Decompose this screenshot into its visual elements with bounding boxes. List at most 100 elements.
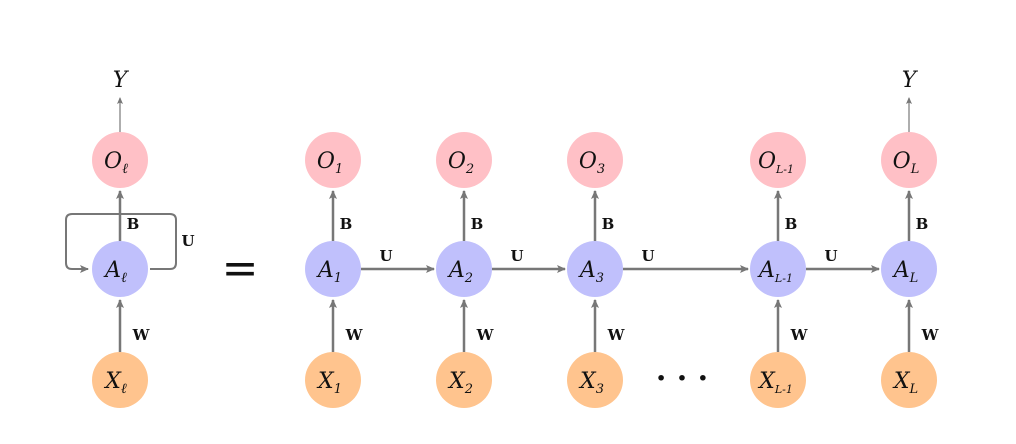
svg-text:OL: OL <box>893 149 920 177</box>
w-label-4: W <box>790 326 809 344</box>
output-node-2: O2 <box>436 132 492 188</box>
folded-w-label: W <box>132 326 151 344</box>
output-node-4: OL-1 <box>750 132 806 188</box>
hidden-sub-5: L <box>909 271 919 286</box>
hidden-node-5: AL <box>881 241 937 297</box>
hidden-letter-4: A <box>757 258 775 283</box>
svg-text:A3: A3 <box>578 258 604 286</box>
input-letter-5: X <box>892 369 911 394</box>
unrolled-network: BWUO1A1X1BWUO2A2X2BWUO3A3X3BWUOL-1AL-1XL… <box>305 68 940 408</box>
svg-text:A2: A2 <box>447 258 473 286</box>
input-sub-3: 3 <box>596 382 604 397</box>
folded-output-node: Oℓ <box>92 132 148 188</box>
hidden-sub-2: 2 <box>464 271 473 286</box>
svg-text:XL: XL <box>892 369 918 397</box>
folded-hidden-letter: A <box>103 258 121 283</box>
input-sub-4: L-1 <box>774 383 793 396</box>
output-sub-3: 3 <box>597 162 605 177</box>
folded-u-label: U <box>181 232 194 250</box>
u-label-3: U <box>641 247 654 265</box>
output-sub-1: 1 <box>335 162 343 177</box>
svg-text:X1: X1 <box>316 369 342 397</box>
folded-b-label: B <box>127 215 140 233</box>
w-label-2: W <box>476 326 495 344</box>
b-label-4: B <box>785 215 798 233</box>
output-letter-3: O <box>579 149 597 174</box>
w-label-5: W <box>921 326 940 344</box>
output-letter-1: O <box>317 149 335 174</box>
output-node-3: O3 <box>567 132 623 188</box>
svg-text:X2: X2 <box>447 369 473 397</box>
ellipsis: · · · <box>656 361 708 396</box>
folded-output-sub: ℓ <box>122 161 128 177</box>
u-label-2: U <box>510 247 523 265</box>
input-sub-2: 2 <box>464 382 473 397</box>
input-letter-1: X <box>316 369 335 394</box>
b-label-2: B <box>471 215 484 233</box>
svg-text:XL-1: XL-1 <box>757 369 793 396</box>
svg-text:O1: O1 <box>317 149 343 177</box>
svg-text:O3: O3 <box>579 149 605 177</box>
folded-loop-left <box>65 213 120 273</box>
b-label-5: B <box>916 215 929 233</box>
folded-input-sub: ℓ <box>121 381 127 397</box>
input-sub-5: L <box>909 382 919 397</box>
hidden-sub-3: 3 <box>596 271 604 286</box>
svg-text:Aℓ: Aℓ <box>103 258 127 286</box>
svg-text:X3: X3 <box>578 369 604 397</box>
folded-network: Y B U W Oℓ Aℓ Xℓ <box>65 68 195 408</box>
folded-input-letter: X <box>103 369 122 394</box>
hidden-node-4: AL-1 <box>750 241 806 297</box>
output-sub-2: 2 <box>465 162 474 177</box>
svg-text:O2: O2 <box>448 149 474 177</box>
input-letter-2: X <box>447 369 466 394</box>
input-node-1: X1 <box>305 352 361 408</box>
svg-text:AL: AL <box>892 258 919 286</box>
hidden-node-1: A1 <box>305 241 361 297</box>
input-sub-1: 1 <box>334 382 342 397</box>
svg-text:AL-1: AL-1 <box>757 258 793 285</box>
input-node-5: XL <box>881 352 937 408</box>
hidden-sub-4: L-1 <box>774 272 793 285</box>
svg-text:Oℓ: Oℓ <box>104 149 128 177</box>
svg-text:A1: A1 <box>316 258 342 286</box>
input-node-3: X3 <box>567 352 623 408</box>
folded-hidden-node: Aℓ <box>92 241 148 297</box>
output-letter-5: O <box>893 149 911 174</box>
input-letter-3: X <box>578 369 597 394</box>
output-node-5: OL <box>881 132 937 188</box>
u-label-1: U <box>379 247 392 265</box>
folded-hidden-sub: ℓ <box>121 270 127 286</box>
w-label-1: W <box>345 326 364 344</box>
hidden-letter-5: A <box>892 258 910 283</box>
folded-y-label: Y <box>113 68 130 93</box>
hidden-letter-2: A <box>447 258 465 283</box>
output-sub-5: L <box>910 162 920 177</box>
svg-text:OL-1: OL-1 <box>758 149 794 176</box>
output-node-1: O1 <box>305 132 361 188</box>
output-sub-4: L-1 <box>775 163 794 176</box>
input-node-2: X2 <box>436 352 492 408</box>
u-label-4: U <box>824 247 837 265</box>
input-node-4: XL-1 <box>750 352 806 408</box>
hidden-sub-1: 1 <box>334 271 342 286</box>
b-label-3: B <box>602 215 615 233</box>
b-label-1: B <box>340 215 353 233</box>
hidden-letter-3: A <box>578 258 596 283</box>
last-y-label: Y <box>902 68 919 93</box>
hidden-letter-1: A <box>316 258 334 283</box>
output-letter-2: O <box>448 149 466 174</box>
w-label-3: W <box>607 326 626 344</box>
hidden-node-3: A3 <box>567 241 623 297</box>
svg-text:Xℓ: Xℓ <box>103 369 127 397</box>
folded-output-letter: O <box>104 149 122 174</box>
equals-sign: = <box>222 243 259 294</box>
input-letter-4: X <box>757 369 776 394</box>
